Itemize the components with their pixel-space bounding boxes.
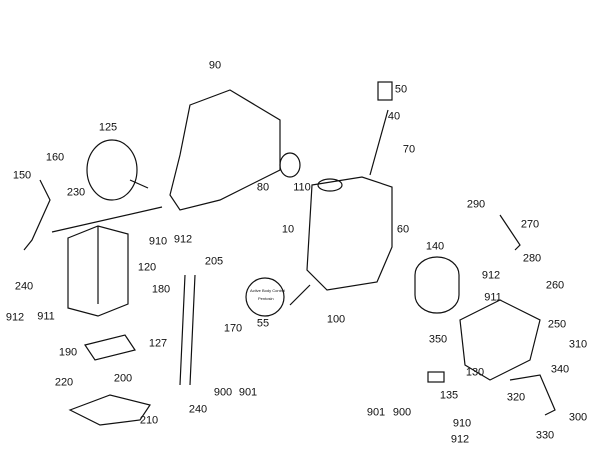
part-label-200: 200 (113, 372, 133, 385)
bracket-150 (23, 179, 51, 251)
part-label-90: 90 (208, 59, 222, 72)
accumulator-140 (414, 256, 460, 314)
part-label-900: 900 (392, 406, 412, 419)
part-label-170: 170 (223, 322, 243, 335)
part-label-140: 140 (425, 240, 445, 253)
part-label-350: 350 (428, 333, 448, 346)
part-label-260: 260 (545, 279, 565, 292)
part-label-912: 912 (173, 233, 193, 246)
part-label-205: 205 (204, 255, 224, 268)
part-label-911: 911 (37, 310, 55, 323)
sensor-135 (427, 371, 445, 383)
rod-170 (179, 274, 196, 386)
part-label-900: 900 (213, 386, 233, 399)
part-label-912: 912 (450, 433, 470, 446)
part-label-240: 240 (14, 280, 34, 293)
part-label-130: 130 (465, 366, 485, 379)
sticker-55: Active Body Control Pentosin (245, 277, 285, 317)
part-label-127: 127 (148, 337, 168, 350)
part-label-120: 120 (137, 261, 157, 274)
part-label-912: 912 (5, 311, 25, 324)
part-label-80: 80 (256, 181, 270, 194)
part-label-310: 310 (568, 338, 588, 351)
part-label-912: 912 (481, 269, 501, 282)
bracket-320 (509, 374, 556, 416)
part-label-911: 911 (484, 291, 502, 304)
part-label-70: 70 (402, 143, 416, 156)
part-label-100: 100 (326, 313, 346, 326)
part-label-910: 910 (452, 417, 472, 430)
part-label-320: 320 (506, 391, 526, 404)
part-label-10: 10 (281, 223, 295, 236)
part-label-160: 160 (45, 151, 65, 164)
shield-80 (169, 89, 281, 211)
bracket-250 (459, 299, 541, 381)
part-label-270: 270 (520, 218, 540, 231)
part-label-125: 125 (98, 121, 118, 134)
part-label-220: 220 (54, 376, 74, 389)
part-label-330: 330 (535, 429, 555, 442)
part-label-50: 50 (394, 83, 408, 96)
reservoir-10 (306, 176, 393, 291)
part-label-290: 290 (466, 198, 486, 211)
part-label-910: 910 (148, 235, 168, 248)
accumulator-125 (86, 139, 138, 201)
part-label-55: 55 (256, 317, 270, 330)
bracket-210 (68, 394, 151, 426)
part-label-901: 901 (238, 386, 258, 399)
part-label-230: 230 (66, 186, 86, 199)
part-label-40: 40 (387, 110, 401, 123)
part-label-240: 240 (188, 403, 208, 416)
sticker-text-2: Pentosin (258, 296, 274, 301)
valve-block-120 (67, 225, 129, 317)
part-label-150: 150 (12, 169, 32, 182)
part-label-190: 190 (58, 346, 78, 359)
part-label-340: 340 (550, 363, 570, 376)
part-label-180: 180 (151, 283, 171, 296)
part-label-901: 901 (366, 406, 386, 419)
part-label-135: 135 (439, 389, 459, 402)
sticker-text-1: Active Body Control (250, 288, 285, 293)
part-label-60: 60 (396, 223, 410, 236)
part-label-250: 250 (547, 318, 567, 331)
part-label-110: 110 (293, 181, 311, 194)
part-label-280: 280 (522, 252, 542, 265)
part-label-300: 300 (568, 411, 588, 424)
part-label-210: 210 (139, 414, 159, 427)
